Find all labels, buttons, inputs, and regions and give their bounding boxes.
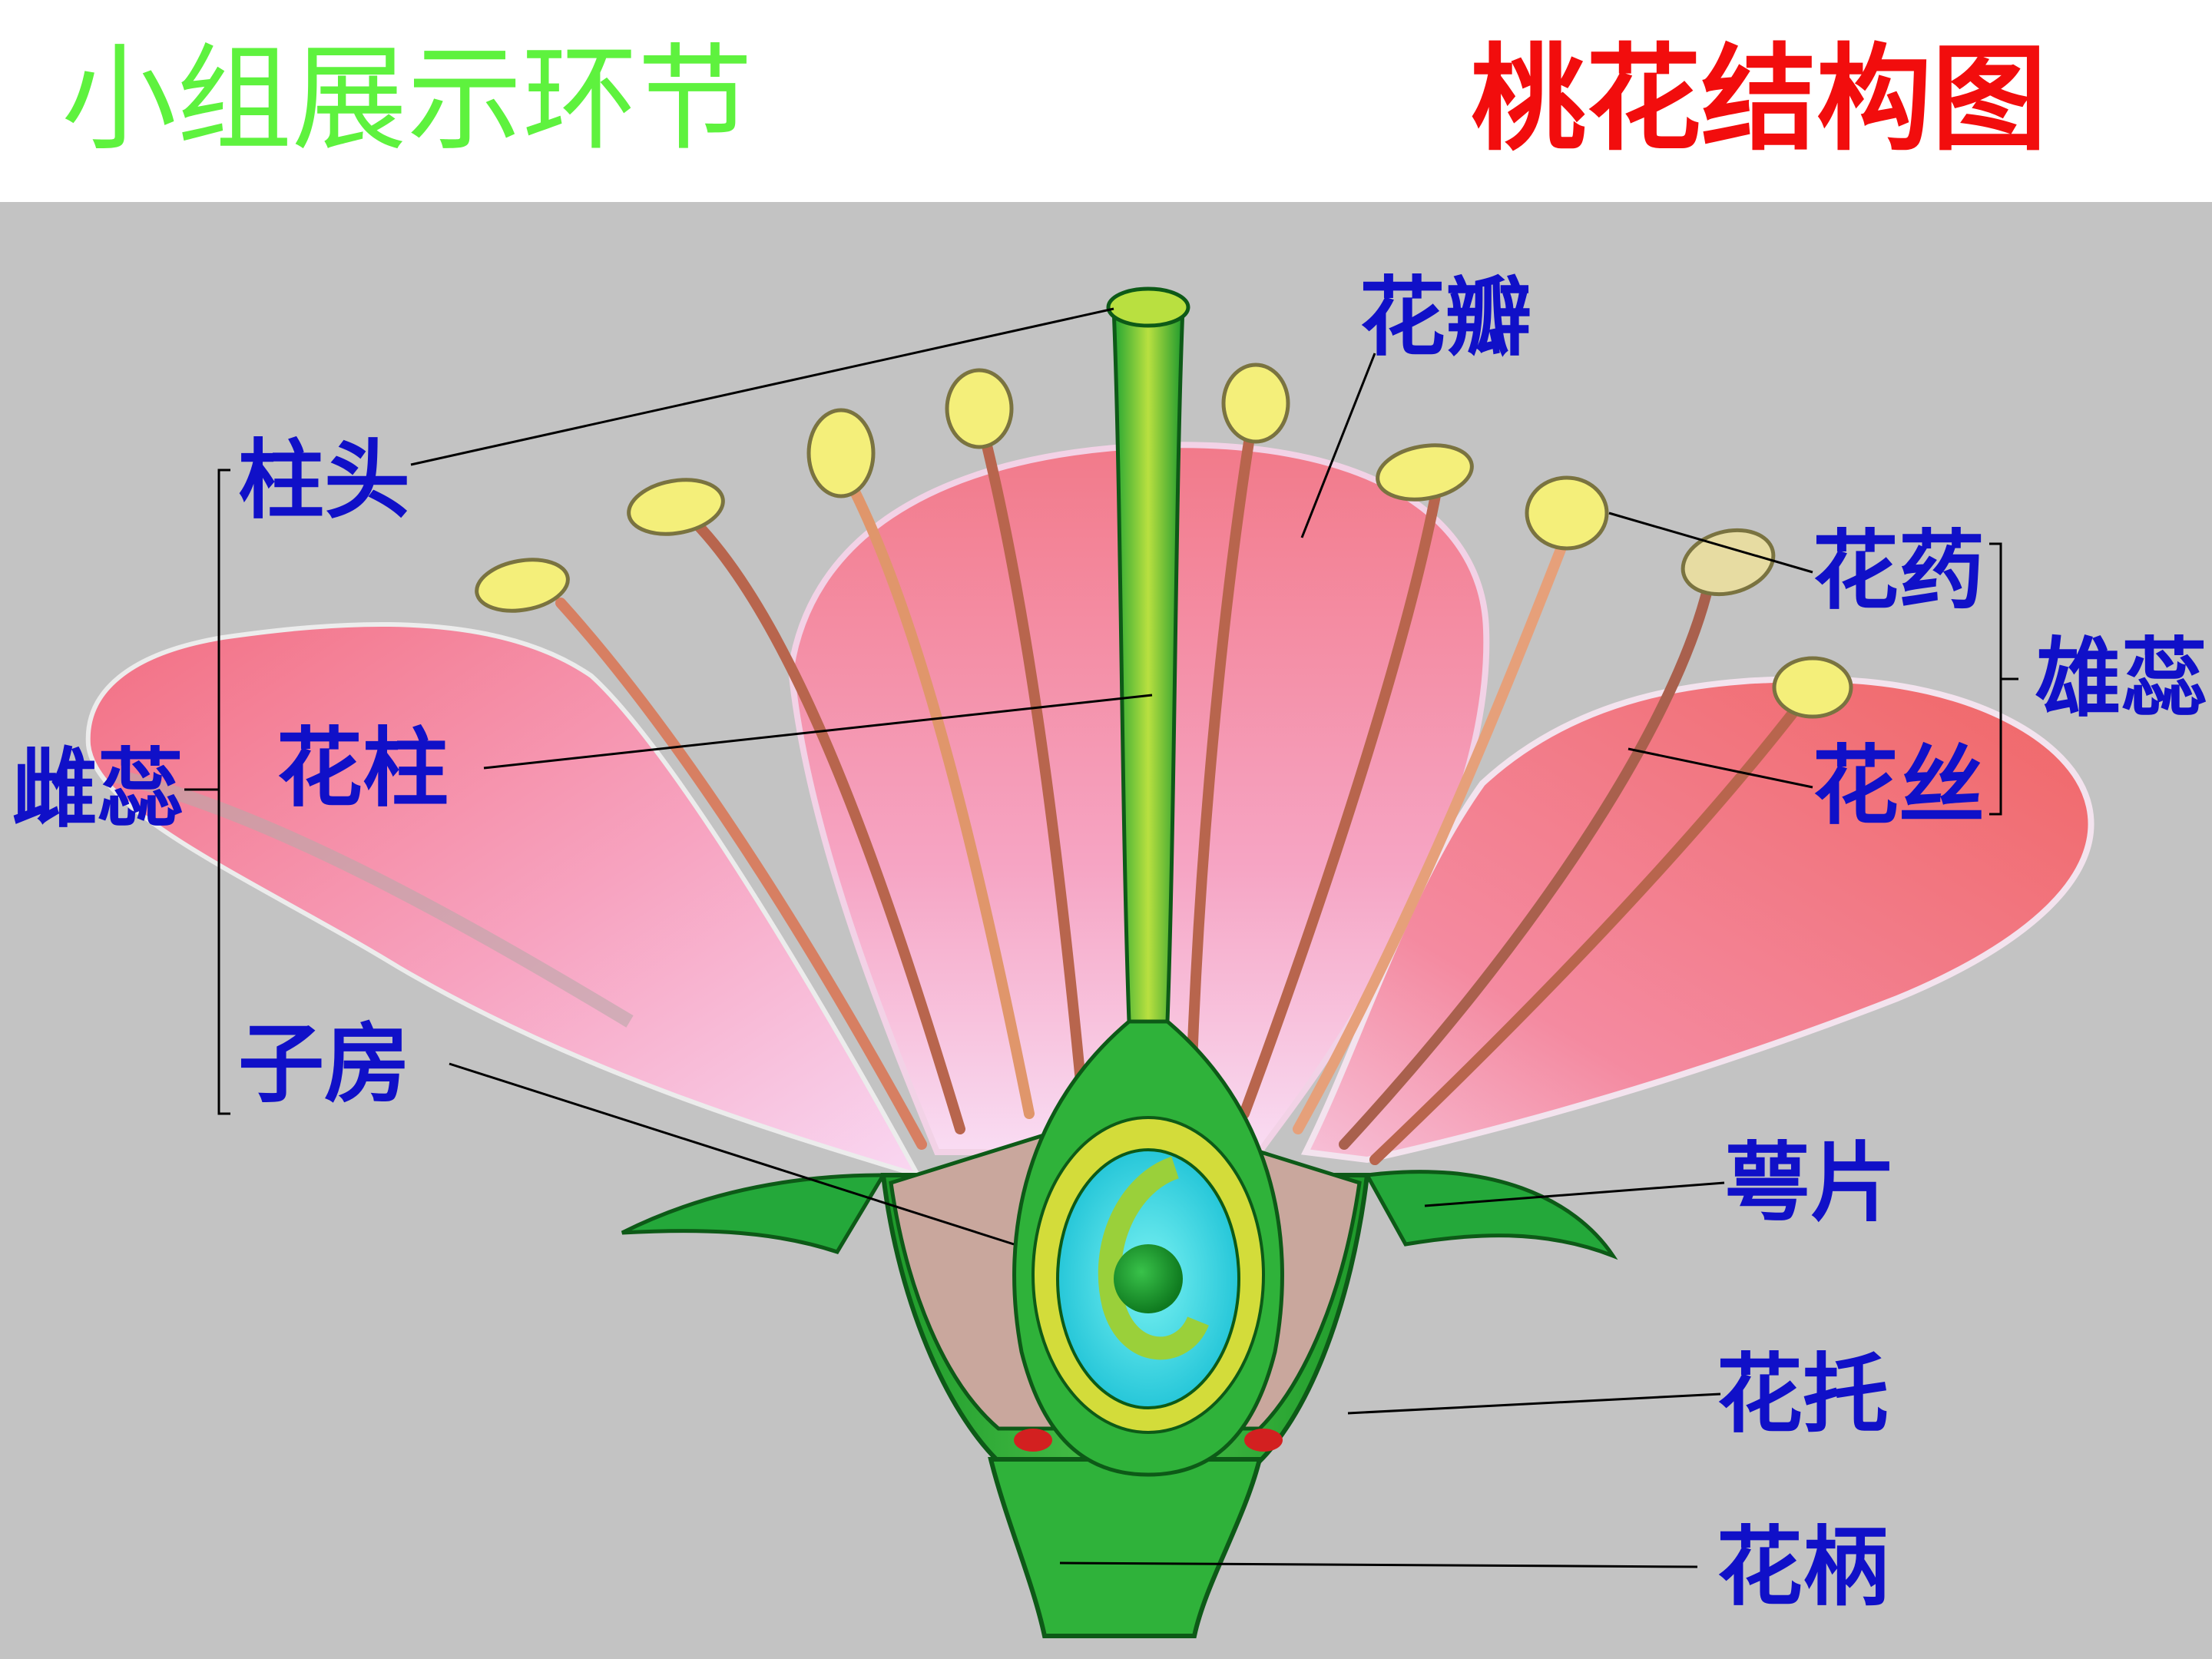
anther-9 — [1772, 656, 1853, 719]
anther-8 — [1681, 528, 1776, 597]
nectary-right — [1244, 1429, 1283, 1452]
leader-ovary — [449, 1062, 1015, 1246]
filament-3 — [839, 467, 1035, 1119]
filament-6 — [1239, 486, 1442, 1119]
label-sepal: 萼片 — [1724, 1134, 1896, 1233]
section-title: 小组展示环节 — [61, 33, 753, 167]
ovule-stalk — [1098, 1156, 1209, 1360]
petal-left-shadow — [113, 769, 634, 1028]
label-filament: 花丝 — [1813, 737, 1985, 836]
nectary-left — [1014, 1429, 1052, 1452]
label-ovary: 子房 — [238, 1015, 410, 1114]
anthers — [475, 363, 1853, 719]
brackets — [184, 469, 2018, 1115]
filament-8 — [1339, 578, 1714, 1150]
diagram-title: 桃花结构图 — [1471, 33, 2048, 167]
label-pedicel: 花柄 — [1717, 1518, 1889, 1618]
leader-sepal — [1424, 1181, 1725, 1207]
label-style: 花柱 — [276, 719, 449, 819]
pedicel-shape — [988, 1457, 1263, 1638]
anther-5 — [1221, 363, 1290, 444]
leader-petal — [1300, 353, 1376, 538]
ovule — [1114, 1244, 1183, 1313]
filament-2 — [690, 517, 965, 1134]
header-area — [0, 0, 2212, 202]
sepal-right — [1364, 1170, 1618, 1260]
leader-receptacle — [1347, 1392, 1721, 1415]
anther-7 — [1525, 475, 1609, 551]
label-stamen: 雄蕊 — [2035, 629, 2207, 729]
leader-lines — [410, 307, 1813, 1568]
petal-left — [85, 621, 923, 1180]
filament-4 — [978, 425, 1088, 1111]
filaments — [555, 417, 1818, 1165]
label-anther: 花药 — [1813, 522, 1985, 621]
leader-filament — [1628, 747, 1813, 789]
sepal-left — [621, 1173, 887, 1255]
anther-3 — [806, 408, 876, 498]
label-stigma: 柱头 — [238, 431, 410, 531]
label-receptacle: 花托 — [1717, 1345, 1889, 1445]
filament-5 — [1185, 417, 1257, 1111]
label-petal: 花瓣 — [1359, 268, 1532, 368]
filament-7 — [1293, 528, 1572, 1134]
anther-4 — [945, 368, 1014, 449]
leader-style — [483, 694, 1153, 770]
anther-6 — [1376, 443, 1474, 502]
leader-stigma — [410, 307, 1114, 466]
stigma-shape — [1106, 286, 1190, 328]
anther-1 — [475, 558, 570, 613]
anther-2 — [627, 478, 725, 536]
filament-9 — [1369, 682, 1818, 1165]
filament-1 — [555, 598, 927, 1150]
pistil-bracket — [217, 469, 230, 1115]
label-pistil: 雌蕊 — [12, 740, 184, 839]
leader-pedicel — [1059, 1561, 1698, 1568]
leader-anther — [1608, 512, 1813, 574]
